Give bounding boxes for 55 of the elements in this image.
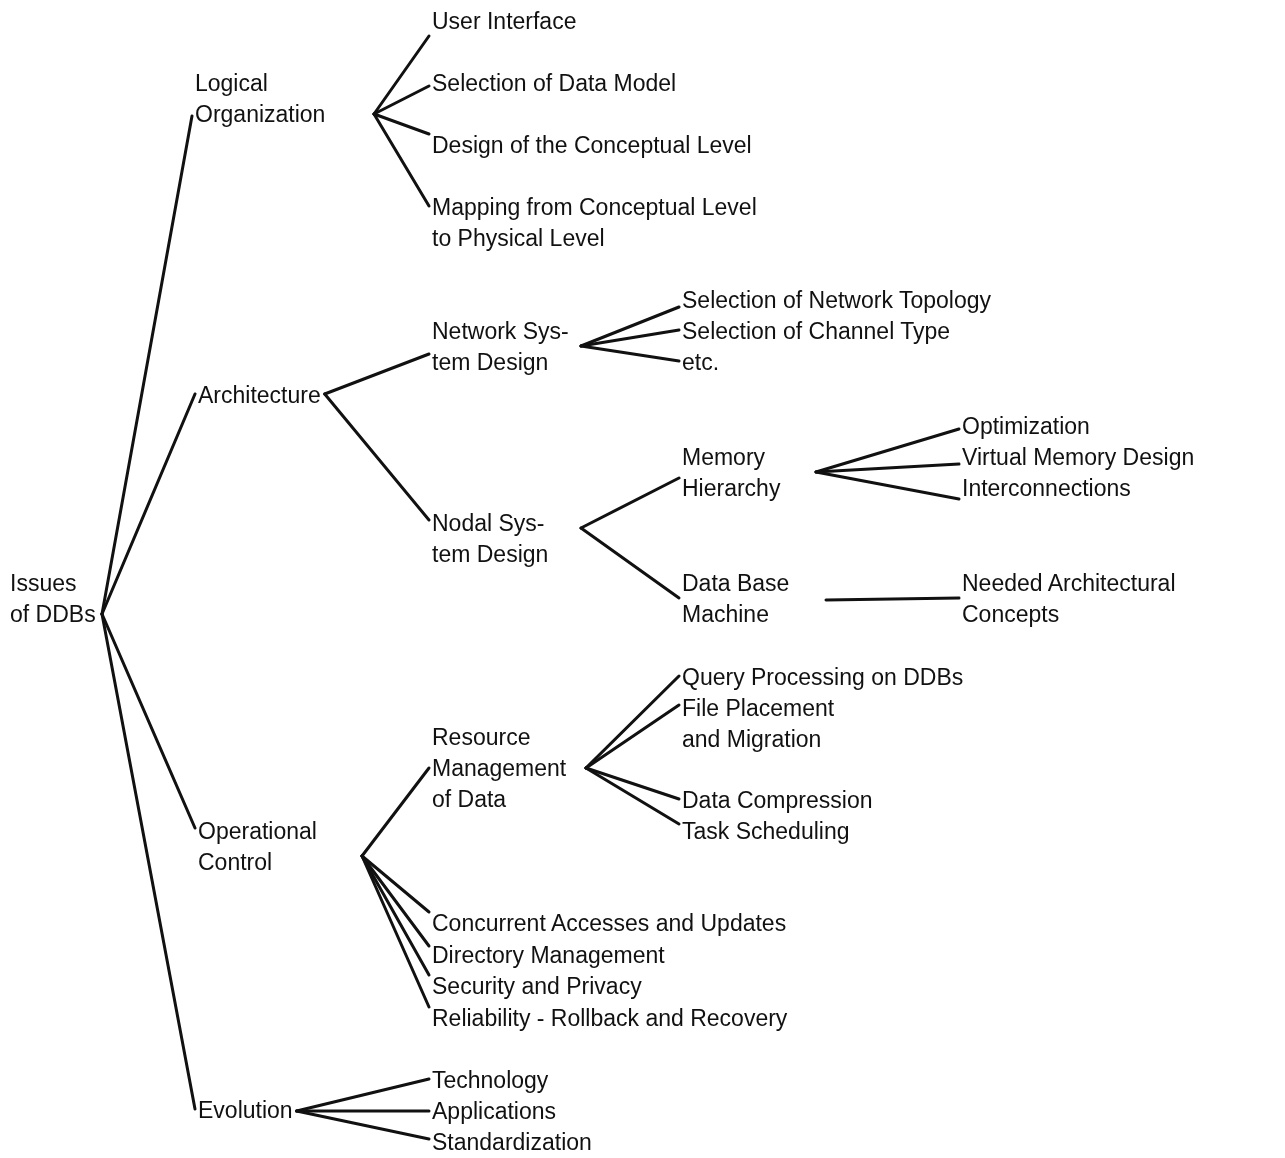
topic-label: Optimization: [962, 411, 1090, 442]
topic-label: etc.: [682, 347, 720, 378]
topic-label: Standardization: [432, 1127, 592, 1158]
connector-line: [360, 766, 431, 858]
topic-label: Selection of Network Topology: [682, 285, 991, 316]
topic-label: Technology: [432, 1065, 549, 1096]
topic-label: Operational Control: [198, 816, 358, 878]
topic-label: Issues of DDBs: [10, 568, 98, 630]
topic-label: Evolution: [198, 1095, 293, 1126]
topic-label: Design of the Conceptual Level: [432, 130, 752, 161]
connector-line: [360, 854, 431, 948]
topic-label: Task Scheduling: [682, 816, 850, 847]
topic-label: Directory Management: [432, 940, 665, 971]
connector-line: [814, 470, 961, 501]
topic-label: File Placement and Migration: [682, 693, 857, 755]
connector-line: [323, 392, 431, 522]
topic-label: Reliability - Rollback and Recovery: [432, 1003, 788, 1034]
topic-label: User Interface: [432, 6, 577, 37]
connector-line: [824, 596, 961, 602]
connector-line: [579, 476, 681, 530]
topic-label: Virtual Memory Design: [962, 442, 1195, 473]
connector-line: [579, 328, 681, 348]
connector-line: [360, 854, 431, 1009]
topic-label: Memory Hierarchy: [682, 442, 812, 504]
topic-label: Resource Management of Data: [432, 722, 582, 815]
connector-line: [100, 392, 197, 616]
topic-label: Concurrent Accesses and Updates: [432, 908, 787, 939]
connector-line: [814, 462, 961, 474]
connector-line: [579, 344, 681, 363]
connector-line: [295, 1109, 431, 1141]
connector-line: [372, 112, 431, 136]
topic-label: Architecture: [198, 380, 321, 411]
connector-line: [372, 34, 431, 116]
connector-line: [295, 1077, 431, 1113]
connector-line: [584, 766, 681, 826]
connector-line: [323, 352, 431, 396]
connector-line: [584, 674, 681, 770]
topic-label: Interconnections: [962, 473, 1131, 504]
topic-label: Data Base Machine: [682, 568, 822, 630]
topic-label: Selection of Channel Type: [682, 316, 951, 347]
connector-line: [100, 612, 197, 1111]
connector-line: [372, 112, 431, 208]
topic-label: Nodal Sys- tem Design: [432, 508, 577, 570]
topic-label: Needed Architectural Concepts: [962, 568, 1222, 630]
topic-label: Logical Organization: [195, 68, 370, 130]
topic-label: Applications: [432, 1096, 557, 1127]
connector-line: [584, 703, 681, 770]
topic-label: Query Processing on DDBs: [682, 662, 964, 693]
connector-line: [579, 526, 681, 600]
topic-label: Network Sys- tem Design: [432, 316, 577, 378]
connector-line: [372, 84, 431, 116]
topic-label: Mapping from Conceptual Level to Physical Level: [432, 192, 770, 254]
topic-label: Data Compression: [682, 785, 873, 816]
topic-label: Selection of Data Model: [432, 68, 677, 99]
topic-label: Security and Privacy: [432, 971, 642, 1002]
